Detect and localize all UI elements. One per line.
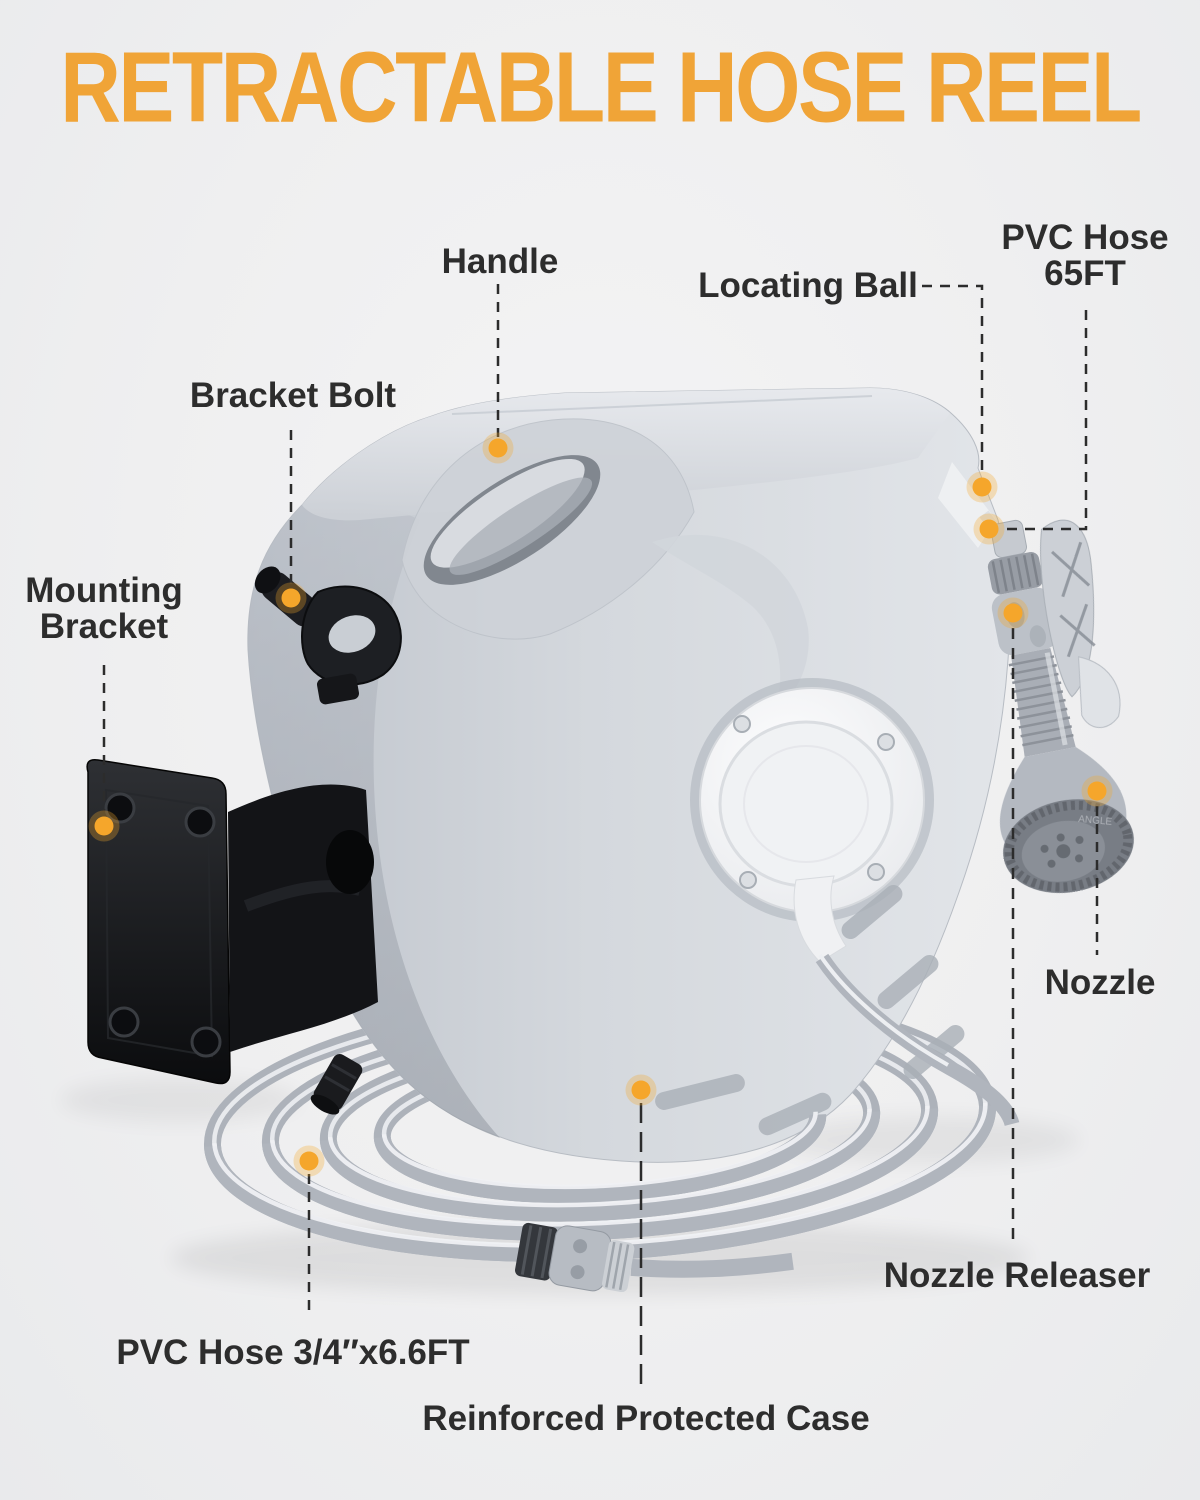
leader-line-locating-ball bbox=[922, 284, 984, 475]
marker-dot-pvc-hose-65ft bbox=[979, 519, 999, 539]
marker-dot-mounting-bracket bbox=[94, 816, 114, 836]
handle-cutout bbox=[423, 455, 601, 585]
callout-label-pvc-hose-65ft-line2: 65FT bbox=[1044, 254, 1126, 293]
marker-dot-nozzle-releaser bbox=[1003, 603, 1023, 623]
marker-dot-pvc-hose-short bbox=[299, 1151, 319, 1171]
marker-dot-nozzle bbox=[1087, 781, 1107, 801]
callout-label-pvc-hose-65ft: PVC Hose 65FT bbox=[1001, 220, 1168, 292]
callout-label-bracket-bolt: Bracket Bolt bbox=[189, 376, 397, 415]
callout-label-handle: Handle bbox=[441, 242, 559, 281]
inlet-spigot bbox=[310, 1054, 363, 1115]
callout-label-pvc-hose-short: PVC Hose 3/4″x6.6FT bbox=[116, 1333, 470, 1372]
page-title: RETRACTABLE HOSE REEL bbox=[60, 31, 1142, 144]
reel-case bbox=[247, 387, 1020, 1163]
callout-label-mounting-bracket-line1: Mounting bbox=[25, 571, 183, 610]
callout-label-nozzle-releaser: Nozzle Releaser bbox=[883, 1256, 1151, 1295]
disc-screws bbox=[733, 715, 895, 889]
leader-lines bbox=[102, 284, 1099, 1388]
hose-connector bbox=[515, 1222, 794, 1293]
nozzle-ring-text: ANGLE bbox=[1078, 814, 1113, 828]
callout-label-nozzle: Nozzle bbox=[1044, 963, 1156, 1002]
callout-label-pvc-hose-65ft-line1: PVC Hose bbox=[1001, 218, 1169, 257]
mounting-bracket-plate bbox=[86, 759, 231, 1085]
reel-side-disc bbox=[690, 678, 934, 922]
marker-dot-handle bbox=[488, 438, 508, 458]
nozzle-clip bbox=[1040, 519, 1096, 698]
nozzle-releaser-ring bbox=[987, 552, 1044, 595]
nozzle-head: ANGLE bbox=[1003, 799, 1134, 894]
hose-coil-front bbox=[204, 1102, 996, 1262]
spray-nozzle-gun: ANGLE bbox=[987, 519, 1134, 894]
marker-dot-locating-ball bbox=[972, 477, 992, 497]
callout-label-mounting-bracket: Mounting Bracket bbox=[25, 573, 182, 645]
callout-label-reinforced-case: Reinforced Protected Case bbox=[422, 1399, 870, 1438]
marker-dot-reinforced-case bbox=[631, 1080, 651, 1100]
callout-label-mounting-bracket-line2: Bracket bbox=[39, 607, 169, 646]
leader-line-pvc-hose-65ft bbox=[1002, 310, 1088, 531]
bracket-screws bbox=[104, 792, 222, 1058]
nozzle-trigger bbox=[1077, 656, 1121, 728]
marker-dot-bracket-bolt bbox=[281, 588, 301, 608]
callout-label-locating-ball: Locating Ball bbox=[698, 266, 918, 305]
mounting-bracket-arm bbox=[228, 784, 378, 1052]
